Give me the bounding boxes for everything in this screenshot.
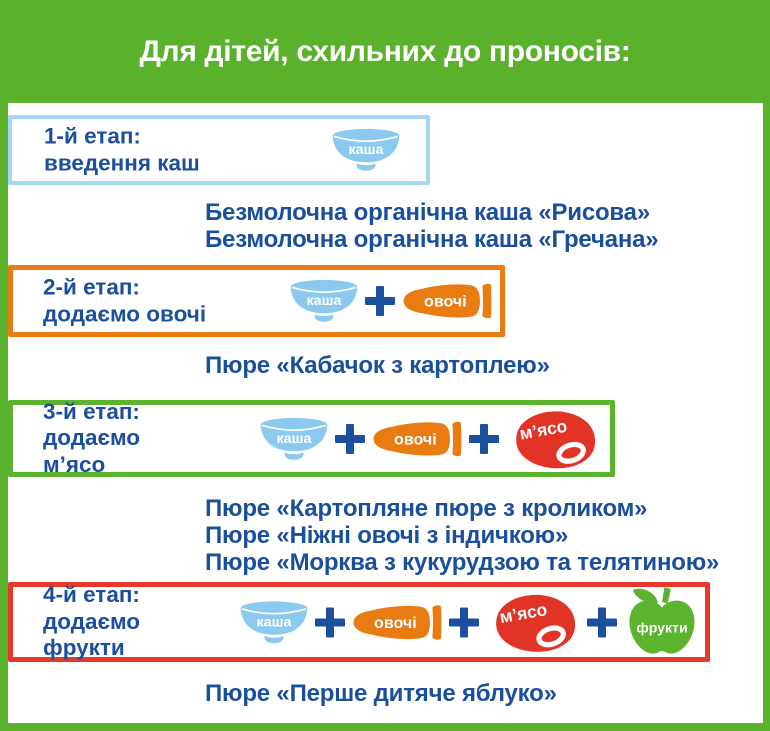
stage-3-box: 3-й етап: додаємо м’ясо [8, 398, 615, 477]
ovochi-carrot-icon [402, 280, 492, 322]
stage-4-box: 4-й етап: додаємо фрукти [8, 582, 710, 662]
product-name: Пюре «Ніжні овочі з індичкою» [205, 522, 569, 549]
product-name: Пюре «Морква з кукурудзою та телятиною» [205, 549, 720, 576]
stage-2-box: 2-й етап: додаємо овочі [8, 265, 505, 337]
product-name: Безмолочна органічна каша «Рисова» [205, 199, 650, 226]
product-name: Пюре «Картопляне пюре з кроликом» [205, 495, 648, 522]
stage-1-icons [332, 128, 400, 172]
stage-1-box: 1-й етап: введення каш [8, 115, 430, 185]
ovochi-carrot-icon [372, 418, 462, 460]
myaso-meat-icon [486, 590, 580, 654]
stage-2-label: 2-й етап: додаємо овочі [43, 274, 207, 326]
kasha-bowl-icon [332, 128, 400, 172]
stage-1-label: 1-й етап: введення каш [44, 123, 200, 175]
myaso-meat-icon [506, 407, 600, 471]
plus-icon [469, 423, 499, 454]
header: Для дітей, схильних до проносів: [0, 0, 770, 103]
content-panel: 1-й етап: введення каш Безмолочна органі… [8, 103, 763, 723]
stage-4-products: Пюре «Перше дитяче яблуко» [205, 680, 557, 707]
stage-4-icons [240, 587, 700, 658]
stage-4-label: 4-й етап: додаємо фрукти [43, 582, 141, 661]
product-name: Пюре «Кабачок з картоплею» [205, 352, 550, 379]
plus-icon [365, 286, 395, 316]
plus-icon [587, 607, 617, 637]
stage-3-icons [260, 407, 600, 471]
ovochi-carrot-icon [352, 601, 442, 643]
plus-icon [449, 607, 479, 637]
stage-2-products: Пюре «Кабачок з картоплею» [205, 352, 550, 379]
product-name: Безмолочна органічна каша «Гречана» [205, 226, 659, 253]
kasha-bowl-icon [240, 600, 308, 644]
stage-2-icons [290, 279, 492, 323]
kasha-bowl-icon [260, 417, 328, 461]
product-name: Пюре «Перше дитяче яблуко» [205, 680, 557, 707]
stage-1-products: Безмолочна органічна каша «Рисова» Безмо… [205, 199, 659, 253]
page-title: Для дітей, схильних до проносів: [139, 34, 631, 68]
plus-icon [315, 607, 345, 637]
stage-3-products: Пюре «Картопляне пюре з кроликом» Пюре «… [205, 495, 719, 576]
kasha-bowl-icon [290, 279, 358, 323]
plus-icon [335, 423, 365, 454]
frukty-apple-icon [624, 587, 700, 658]
stage-3-label: 3-й етап: додаємо м’ясо [43, 398, 141, 477]
